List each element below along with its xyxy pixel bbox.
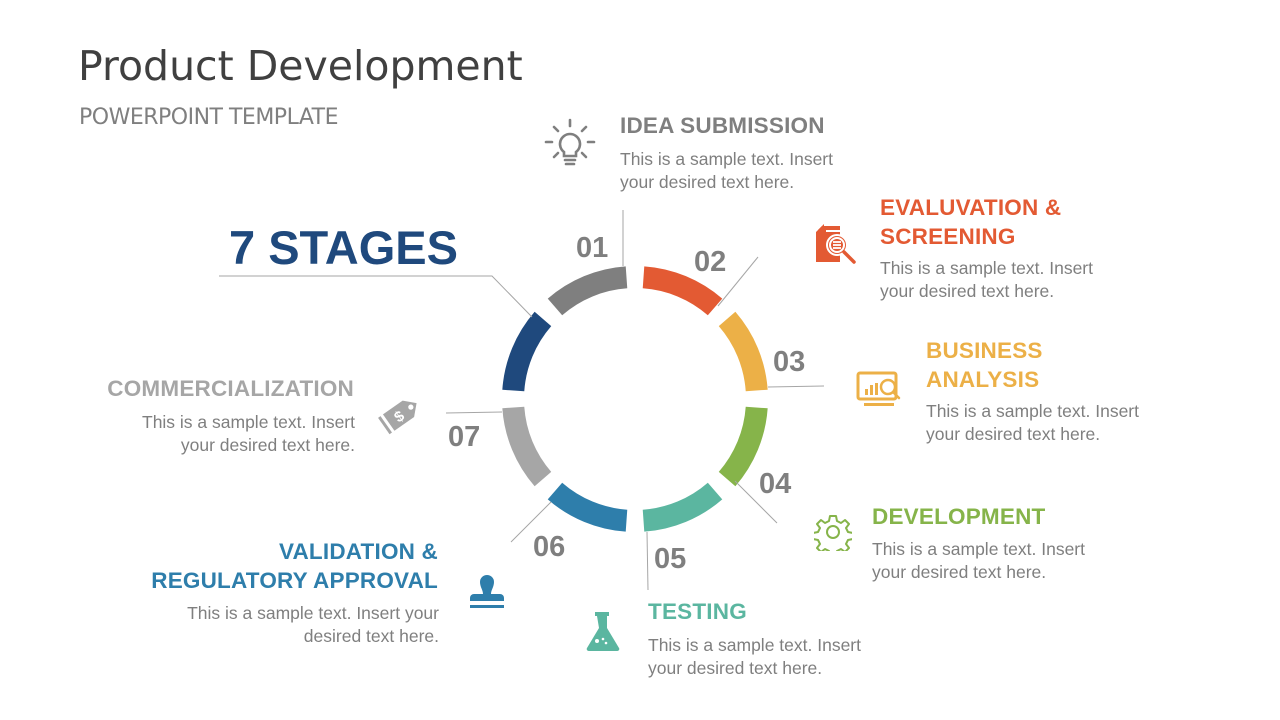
stage-title-07: COMMERCIALIZATION — [107, 376, 354, 401]
stage-description-07-line1: This is a sample text. Insert — [142, 412, 355, 432]
connector-lines — [219, 210, 825, 591]
stage-number-02: 02 — [694, 246, 727, 278]
stage-title-02-line1: EVALUVATION & — [880, 195, 1062, 220]
monitor-analytics-icon — [856, 371, 902, 407]
document-search-icon — [816, 224, 858, 266]
stage-number-04: 04 — [759, 468, 792, 500]
stage-description-02: This is a sample text. Insert your desir… — [880, 257, 1093, 303]
stage-description-01-line2: your desired text here. — [620, 172, 795, 192]
stage-title-03-line2: ANALYSIS — [926, 367, 1040, 392]
slide-title: Product Development — [78, 42, 523, 90]
stages-headline: 7 STAGES — [229, 221, 458, 274]
connector-line-04 — [734, 480, 778, 524]
stage-number-03: 03 — [773, 346, 806, 378]
connector-line-06 — [510, 501, 552, 543]
stage-description-07-line2: your desired text here. — [180, 435, 355, 455]
stage-description-01-line1: This is a sample text. Insert — [620, 149, 833, 169]
ring-segments — [502, 266, 768, 532]
ring-segment-05 — [642, 482, 723, 532]
stage-title-04: DEVELOPMENT — [872, 504, 1046, 529]
connector-line-07 — [445, 411, 503, 414]
ring-segment-06 — [547, 482, 628, 532]
ring-segment-07 — [502, 406, 552, 487]
stage-description-03: This is a sample text. Insert your desir… — [926, 400, 1139, 446]
connector-line-05 — [646, 531, 649, 591]
stage-number-06: 06 — [533, 531, 566, 563]
slide-subtitle: POWERPOINT TEMPLATE — [79, 105, 339, 130]
connector-line-03 — [767, 385, 825, 388]
ring-segment-04 — [718, 406, 768, 487]
lightbulb-icon — [542, 116, 598, 172]
stage-description-04-line2: your desired text here. — [872, 562, 1047, 582]
stage-number-05: 05 — [654, 543, 687, 575]
stage-title-06: VALIDATION & REGULATORY APPROVAL — [120, 537, 438, 595]
gear-icon — [812, 513, 854, 557]
stage-description-01: This is a sample text. Insert your desir… — [620, 148, 833, 194]
stage-title-06-line1: VALIDATION & — [278, 539, 438, 564]
ring-segment-03 — [718, 311, 768, 392]
stage-description-05-line1: This is a sample text. Insert — [648, 635, 861, 655]
stage-title-02: EVALUVATION & SCREENING — [880, 193, 1061, 251]
stage-title-03: BUSINESS ANALYSIS — [926, 336, 1043, 394]
stage-description-06: This is a sample text. Insert your desir… — [120, 602, 439, 648]
stage-description-06-line2: desired text here. — [303, 626, 439, 646]
stage-title-06-line2: REGULATORY APPROVAL — [151, 568, 438, 593]
stage-title-03-line1: BUSINESS — [926, 338, 1043, 363]
stage-description-04-line1: This is a sample text. Insert — [872, 539, 1085, 559]
stage-title-02-line2: SCREENING — [880, 224, 1016, 249]
price-tag-icon: $ — [376, 390, 426, 438]
ring-segment-01 — [547, 266, 628, 316]
stage-description-05-line2: your desired text here. — [648, 658, 823, 678]
stage-number-01: 01 — [576, 232, 609, 264]
stage-description-03-line1: This is a sample text. Insert — [926, 401, 1139, 421]
stage-description-02-line1: This is a sample text. Insert — [880, 258, 1093, 278]
stage-description-03-line2: your desired text here. — [926, 424, 1101, 444]
stage-description-05: This is a sample text. Insert your desir… — [648, 634, 861, 680]
stage-number-07: 07 — [448, 421, 481, 453]
stage-title-05: TESTING — [648, 599, 747, 624]
ring-segment-headline — [502, 311, 552, 392]
connector-line-headline — [219, 275, 533, 318]
stage-description-02-line2: your desired text here. — [880, 281, 1055, 301]
flask-icon — [584, 610, 622, 652]
connector-line-02 — [717, 256, 759, 307]
stage-description-04: This is a sample text. Insert your desir… — [872, 538, 1085, 584]
stamp-icon — [466, 570, 508, 612]
stage-title-01: IDEA SUBMISSION — [620, 113, 825, 138]
stage-description-07: This is a sample text. Insert your desir… — [60, 411, 355, 457]
stage-description-06-line1: This is a sample text. Insert your — [187, 603, 439, 623]
ring-segment-02 — [642, 266, 723, 316]
